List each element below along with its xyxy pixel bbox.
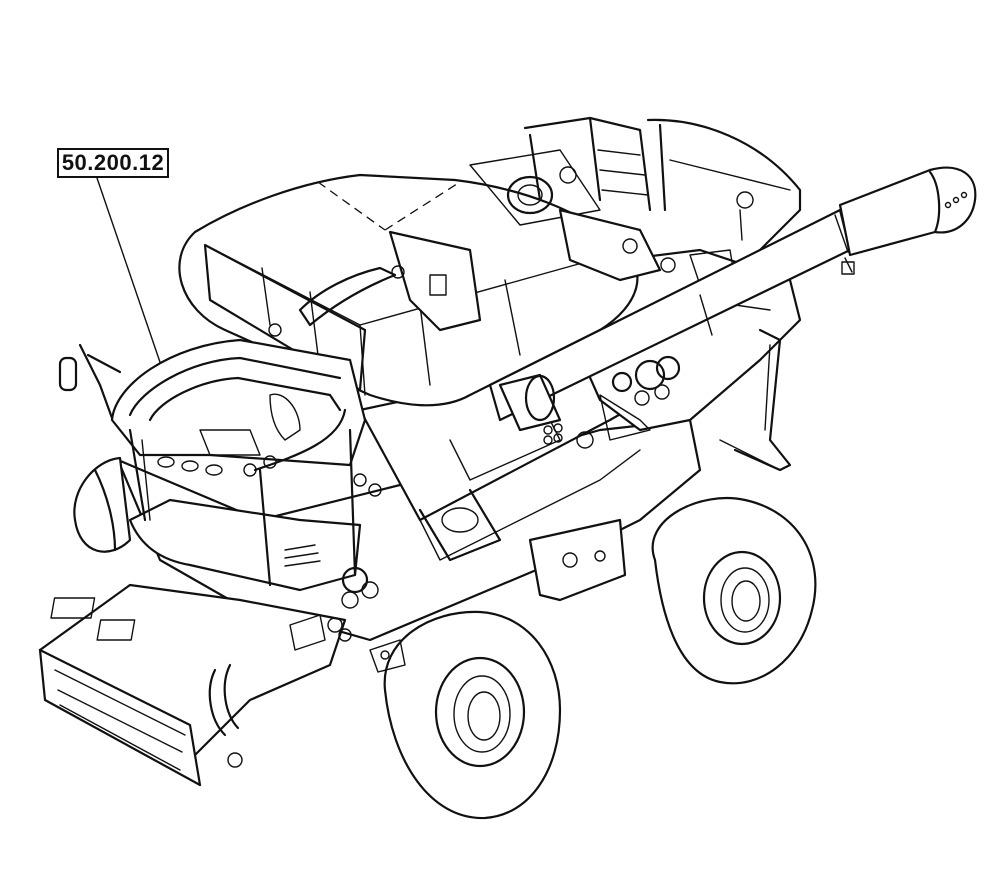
side-structure [543, 328, 792, 472]
callout-leader-line [96, 177, 163, 369]
feeder-house [38, 583, 359, 787]
front-left-wheel [73, 456, 132, 553]
axle-assembly [341, 488, 627, 673]
operator-cab [58, 338, 382, 592]
callout-label: 50.200.12 [61, 150, 165, 175]
unloading-auger [488, 166, 977, 432]
engine-deck-rails [469, 116, 802, 286]
grain-tank [178, 173, 639, 407]
front-right-wheel [383, 610, 562, 820]
rear-right-wheel [651, 497, 817, 685]
part-reference-callout: 50.200.12 [57, 148, 169, 178]
